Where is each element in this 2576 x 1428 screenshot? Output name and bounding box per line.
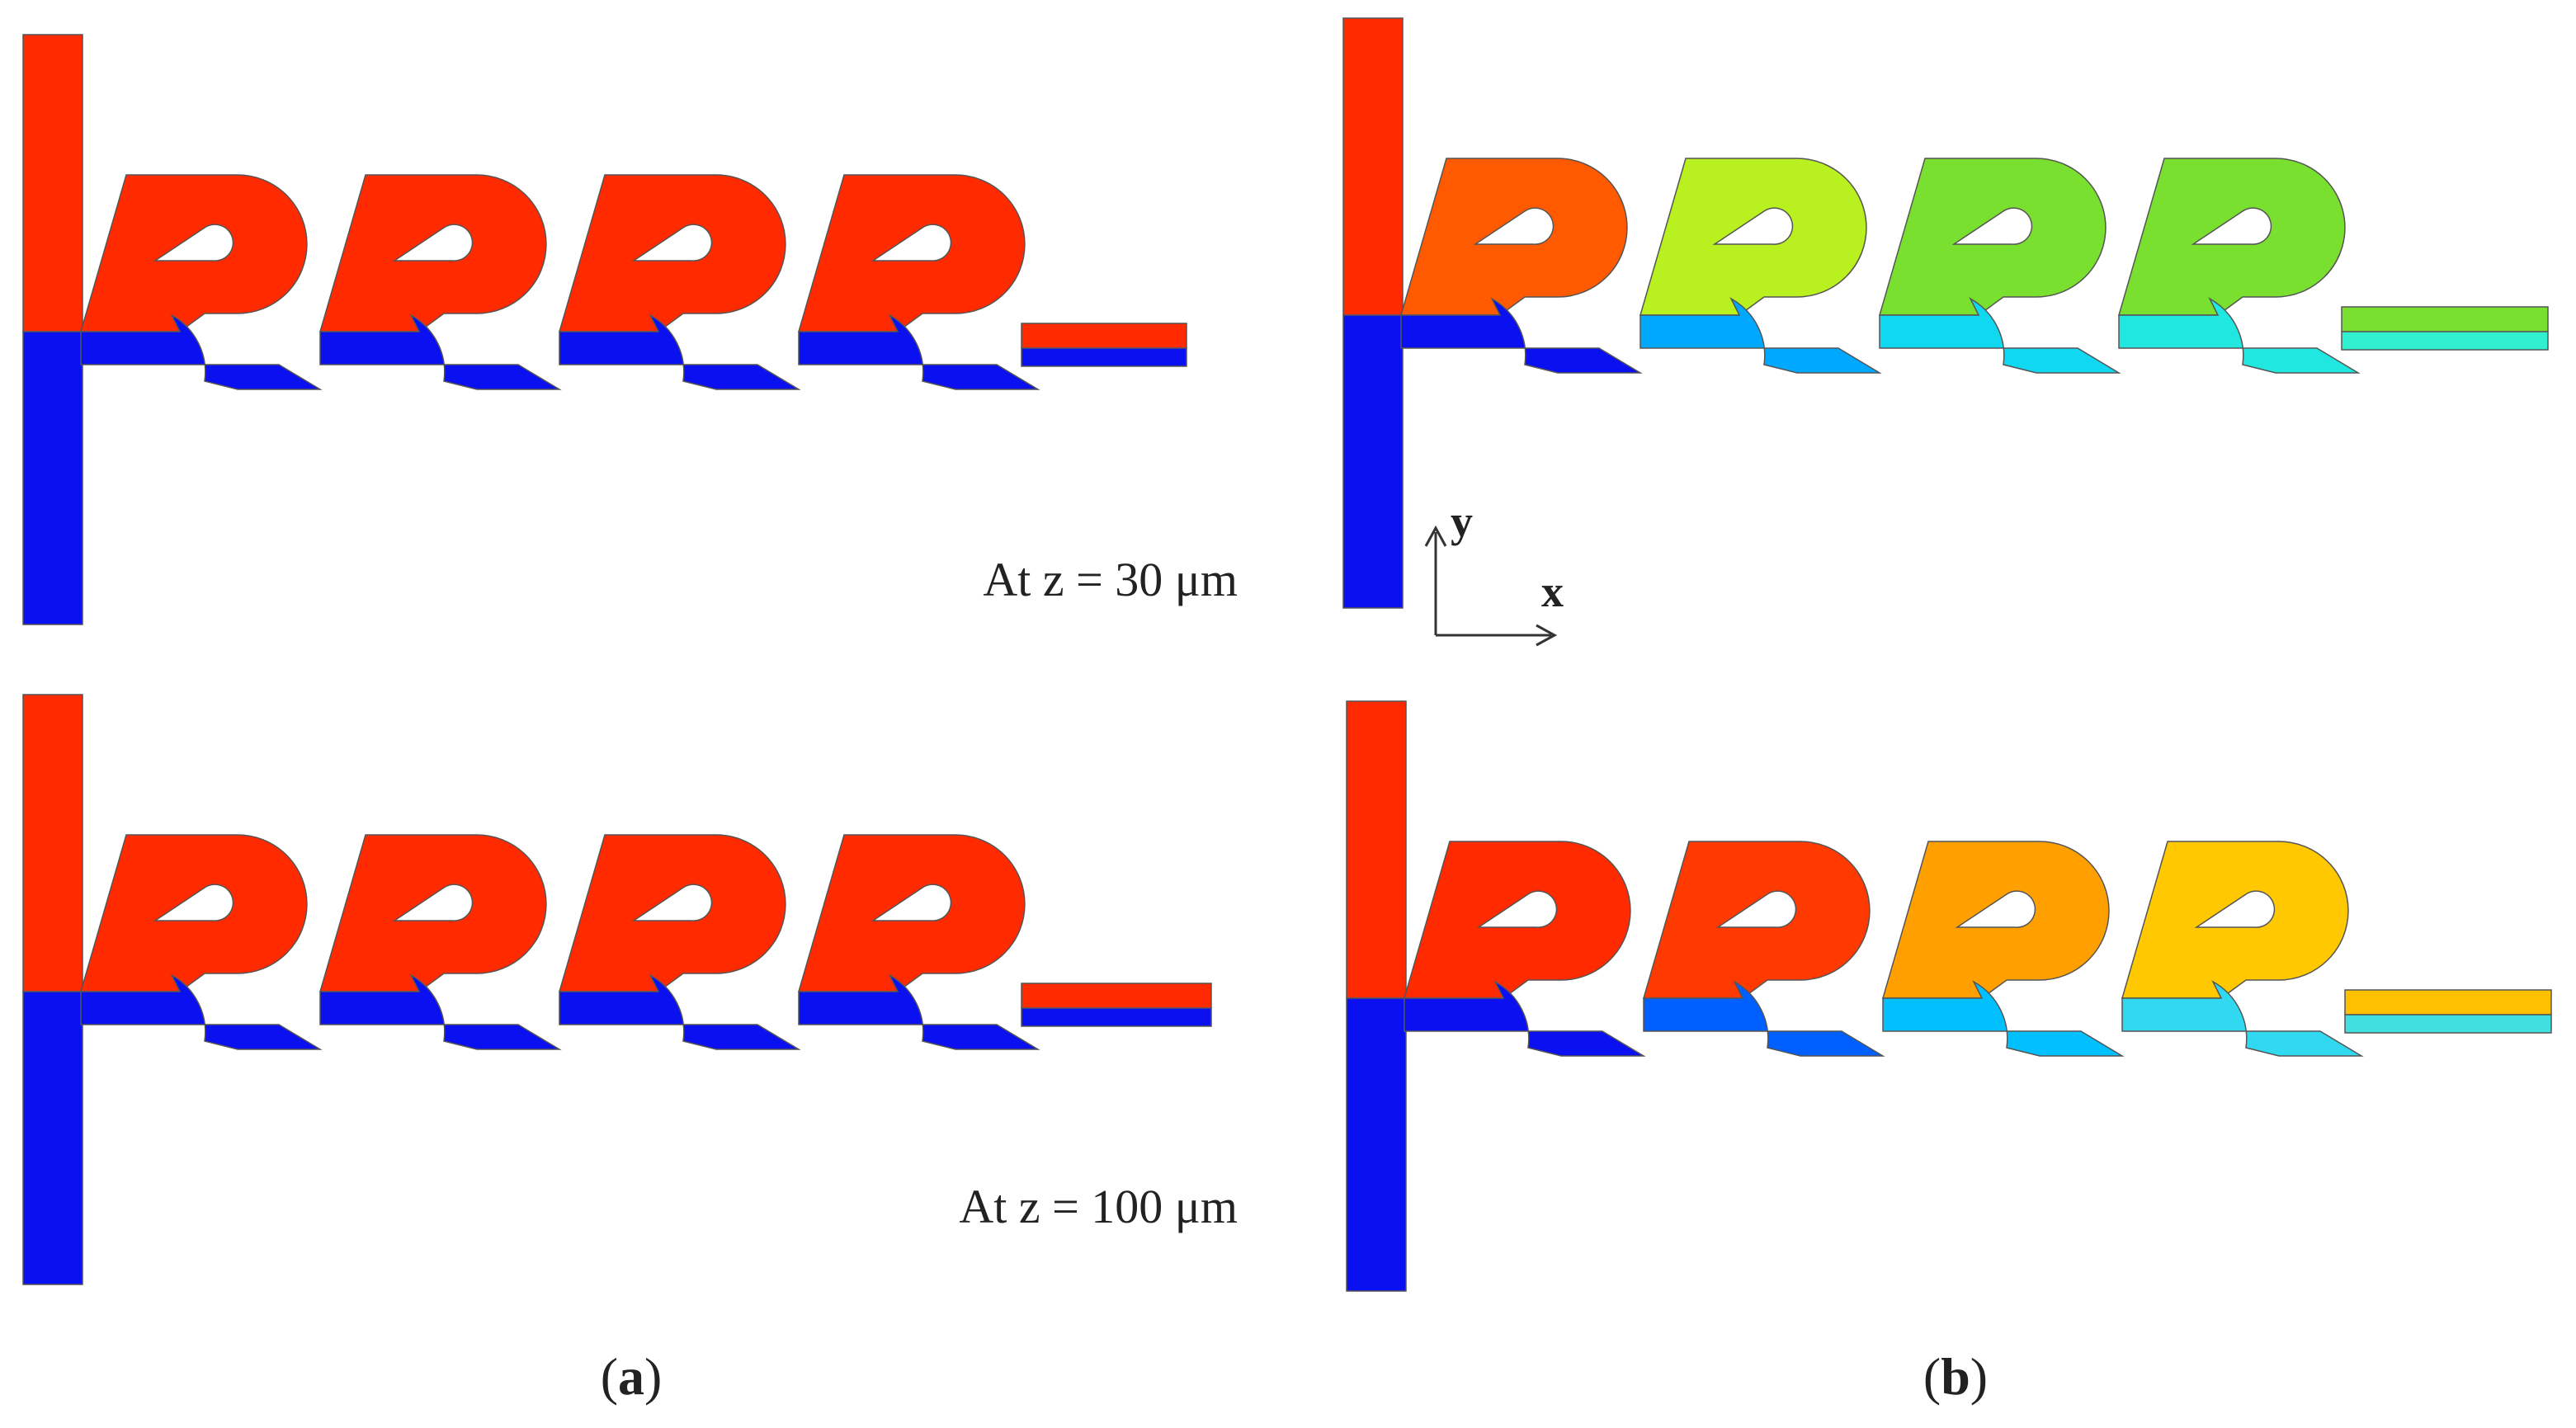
row-label-z30: At z = 30 μm	[983, 553, 1238, 606]
panel-letter-a: (a)	[601, 1347, 663, 1406]
axis-indicator: y x	[1424, 497, 1564, 647]
baffle-1	[1473, 207, 1555, 245]
lower-loop-3	[559, 313, 801, 390]
lower-loop-1	[80, 973, 323, 1050]
baffle-3	[631, 884, 713, 921]
lower-loop-1	[1404, 980, 1646, 1057]
panel-b-row-1	[1342, 17, 2549, 609]
baffle-1	[153, 884, 234, 921]
bottom-inlet	[22, 991, 83, 1285]
top-inlet	[22, 694, 83, 992]
outlet-bottom	[2344, 1014, 2552, 1034]
outlet-top	[1021, 323, 1187, 349]
x-axis-label: x	[1541, 567, 1564, 616]
lower-loop-4	[2121, 980, 2364, 1057]
panel-letter-b: (b)	[1923, 1347, 1988, 1406]
baffle-2	[392, 884, 474, 921]
row-label-z100: At z = 100 μm	[959, 1180, 1238, 1233]
outlet-bottom	[2341, 331, 2549, 351]
baffle-3	[631, 224, 713, 262]
lower-loop-2	[1643, 980, 1885, 1057]
outlet-top	[1021, 983, 1212, 1009]
baffle-4	[870, 884, 952, 921]
lower-loop-4	[798, 313, 1040, 390]
baffle-3	[1951, 207, 2033, 245]
top-inlet	[1346, 700, 1407, 999]
outlet-top	[2341, 306, 2549, 332]
bottom-inlet	[1342, 314, 1404, 609]
lower-loop-3	[559, 973, 801, 1050]
panel-letter-a-bold: a	[618, 1347, 644, 1406]
lower-loop-2	[319, 313, 562, 390]
lower-loop-3	[1879, 297, 2121, 374]
panel-letter-b-bold: b	[1941, 1347, 1970, 1406]
outlet-top	[2344, 989, 2552, 1016]
baffle-4	[2191, 207, 2272, 245]
lower-loop-4	[2118, 297, 2361, 374]
lower-loop-4	[798, 973, 1040, 1050]
panel-a-row-1	[22, 34, 1187, 625]
baffle-2	[1712, 207, 1794, 245]
lower-loop-2	[1639, 297, 1882, 374]
panel-a-row-2	[22, 694, 1212, 1285]
y-axis-label: y	[1451, 497, 1473, 546]
top-inlet	[1342, 17, 1404, 316]
lower-loop-1	[1400, 297, 1643, 374]
bottom-inlet	[22, 331, 83, 625]
outlet-bottom	[1021, 1007, 1212, 1027]
outlet-bottom	[1021, 347, 1187, 367]
panel-b-row-2	[1346, 700, 2552, 1292]
baffle-4	[2194, 890, 2276, 928]
baffle-2	[392, 224, 474, 262]
top-inlet	[22, 34, 83, 332]
lower-loop-2	[319, 973, 562, 1050]
baffle-1	[1476, 890, 1558, 928]
baffle-3	[1955, 890, 2036, 928]
baffle-4	[870, 224, 952, 262]
bottom-inlet	[1346, 997, 1407, 1292]
baffle-2	[1715, 890, 1797, 928]
lower-loop-1	[80, 313, 323, 390]
lower-loop-3	[1882, 980, 2125, 1057]
baffle-1	[153, 224, 234, 262]
